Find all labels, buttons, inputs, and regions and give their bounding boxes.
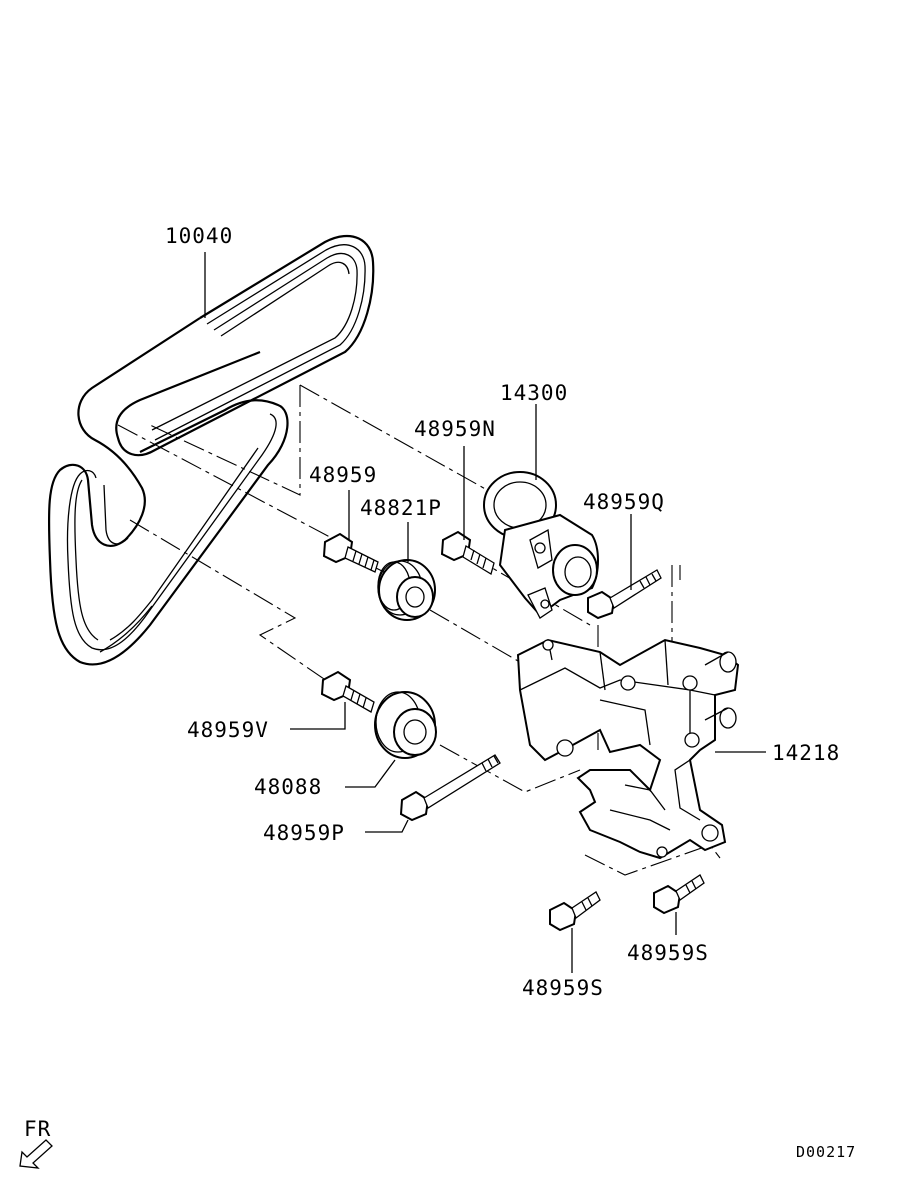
bolt-48959v — [320, 670, 375, 713]
label-bolt-s-left: 48959S — [522, 976, 604, 1000]
bolt-48959 — [322, 532, 379, 573]
leader-lines — [204, 252, 766, 973]
drive-belt — [47, 234, 375, 666]
label-bolt-p: 48959P — [263, 821, 345, 845]
flat-idler-pulley — [374, 691, 437, 759]
label-bolt-q: 48959Q — [583, 490, 665, 514]
bolt-48959s-right — [653, 874, 705, 915]
arrow-down-left-icon — [19, 1139, 53, 1169]
grooved-idler-pulley — [377, 559, 436, 621]
label-bracket: 14218 — [772, 741, 840, 765]
bolt-48959s-left — [549, 891, 601, 932]
label-bolt-s-right: 48959S — [627, 941, 709, 965]
direction-label: FR — [24, 1117, 51, 1141]
label-bolt: 48959 — [309, 463, 377, 487]
bolt-48959p — [399, 754, 501, 822]
label-bolt-v: 48959V — [187, 718, 269, 742]
front-direction-indicator: FR — [19, 1117, 53, 1169]
auto-tensioner — [483, 471, 599, 619]
label-bolt-n: 48959N — [414, 417, 496, 441]
tensioner-bracket — [516, 638, 740, 860]
diagram-code: D00217 — [796, 1143, 856, 1161]
label-idler: 48088 — [254, 775, 322, 799]
label-pulley-p: 48821P — [360, 496, 442, 520]
label-belt: 10040 — [165, 224, 233, 248]
bolt-48959q — [587, 569, 662, 620]
label-tensioner: 14300 — [500, 381, 568, 405]
bolt-48959n — [440, 530, 495, 576]
